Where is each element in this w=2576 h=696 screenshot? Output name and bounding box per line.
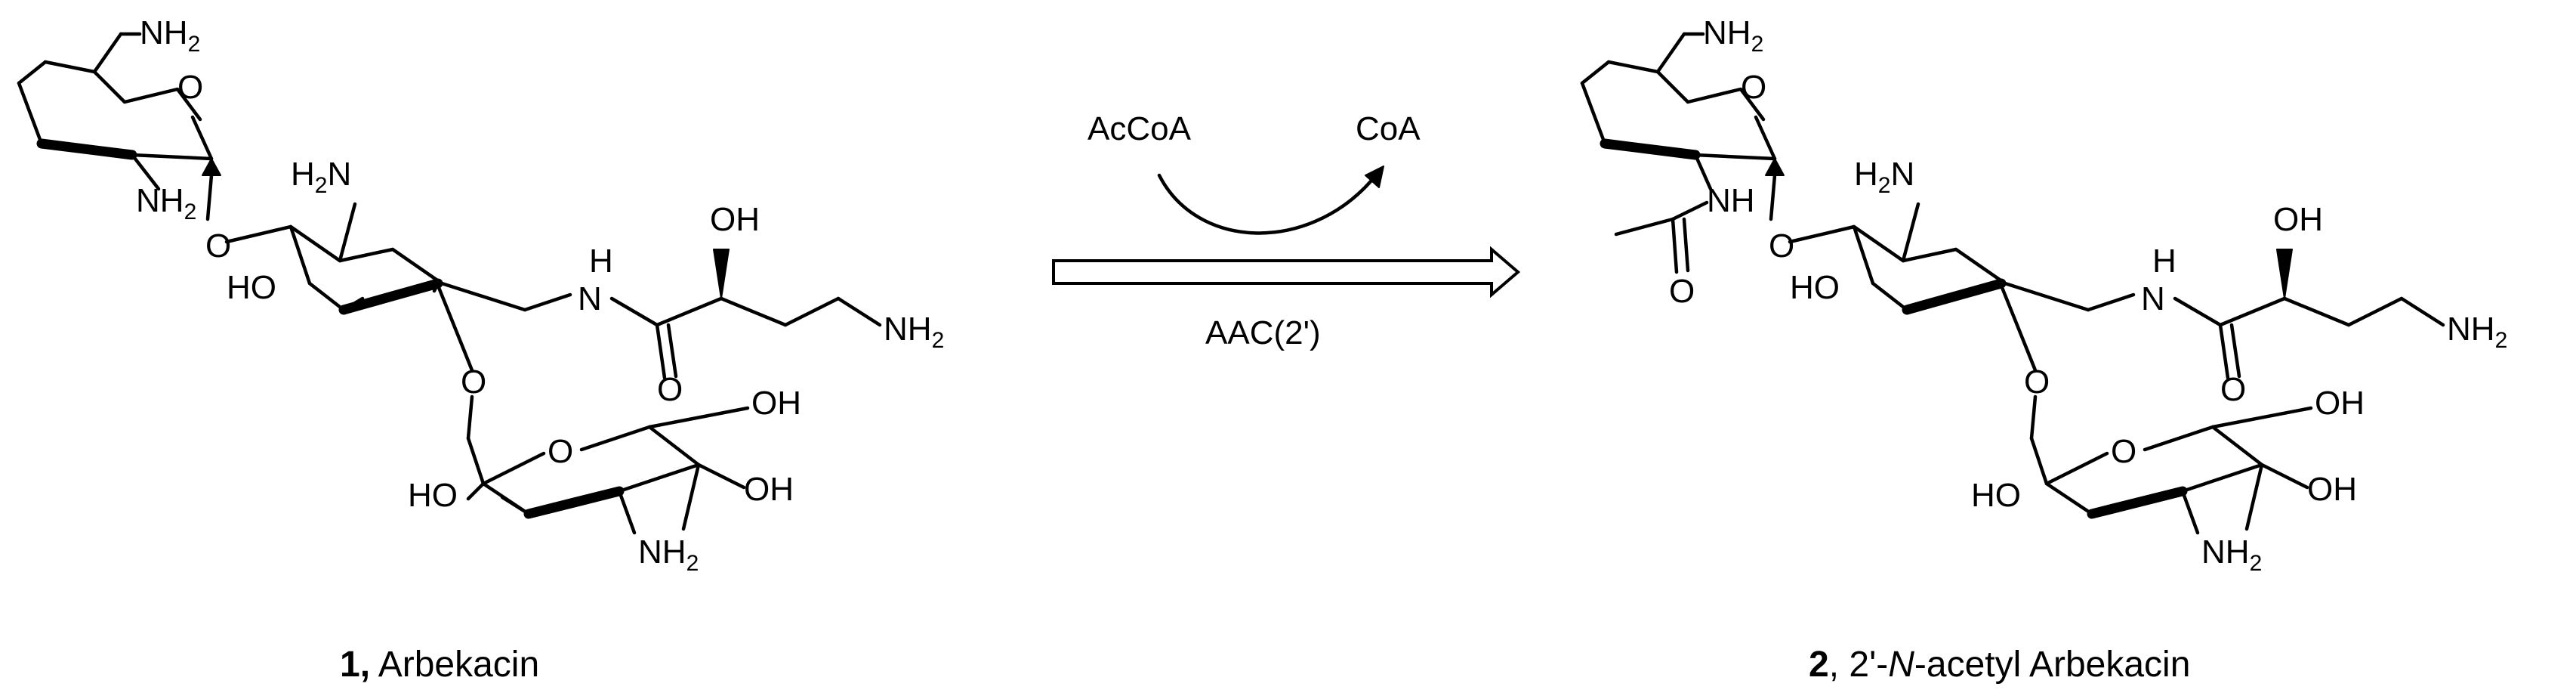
cofactor-label: CoA — [1356, 110, 1421, 147]
side-chain — [609, 249, 882, 380]
nh2-top-label: NH2 — [140, 14, 200, 57]
ring-c-nh2-label: NH2 — [638, 534, 699, 576]
ring-c-oh-label-2: OH — [2307, 471, 2357, 508]
curved-arrow-head — [1365, 165, 1384, 188]
h2n-ring-b-label-2: H2N — [1854, 156, 1914, 198]
side-oh-label-2: OH — [2273, 201, 2323, 238]
amide-n-label: N — [578, 280, 602, 317]
ring-c-ho-label: HO — [408, 477, 458, 514]
carbonyl-oxygen-label: O — [657, 371, 683, 408]
side-nh2-label-2: NH2 — [2447, 311, 2507, 353]
nh2-top-label-2: NH2 — [1703, 14, 1763, 57]
compound-1-caption: 1, Arbekacin — [340, 645, 539, 685]
ring-c — [466, 394, 750, 535]
compound-2-structure: NH2 O NH O O H2N HO H N OH O NH2 O O OH … — [1580, 14, 2507, 576]
side-oh-label: OH — [710, 201, 760, 238]
glycosidic-oxygen-1-label-2: O — [1769, 227, 1794, 264]
glycosidic-oxygen-2-label: O — [461, 363, 486, 401]
ring-c-oh-label: OH — [744, 471, 794, 508]
reagent-label: AcCoA — [1087, 110, 1192, 147]
acetyl-oxygen-label: O — [1669, 273, 1695, 310]
amide-h-label: H — [589, 243, 613, 280]
ring-a-oxygen-label-2: O — [1741, 69, 1766, 106]
side-nh2-label: NH2 — [884, 311, 944, 353]
amide-h-label-2: H — [2152, 243, 2176, 280]
compound-2-caption: 2, 2'-N-acetyl Arbekacin — [1809, 645, 2190, 685]
compound-1-structure: NH2 O NH2 O H2N HO H N OH O NH2 O O OH O… — [17, 14, 944, 576]
acetyl-nh-label: NH — [1707, 182, 1755, 219]
glycosidic-oxygen-1-label: O — [205, 227, 231, 264]
ho-ring-b-label-2: HO — [1790, 269, 1840, 306]
ring-c-oxygen-label: O — [548, 433, 573, 470]
enzyme-label: AAC(2') — [1205, 314, 1321, 351]
ring-c-2 — [2029, 394, 2313, 535]
ring-a-oxygen-label: O — [177, 69, 203, 106]
ring-b-2 — [1788, 202, 2136, 373]
ch2oh-label: OH — [751, 385, 801, 422]
nh2-2p-label: NH2 — [136, 182, 196, 224]
ring-c-nh2-label-2: NH2 — [2201, 534, 2262, 576]
ring-c-ho-label-2: HO — [1971, 477, 2021, 514]
amide-n-label-2: N — [2141, 280, 2165, 317]
ho-ring-b-label: HO — [227, 269, 276, 306]
curved-arrow — [1157, 173, 1373, 235]
ring-a — [17, 32, 221, 221]
ring-c-oxygen-label-2: O — [2111, 433, 2136, 470]
side-chain-2 — [2173, 249, 2445, 380]
ring-a-2 — [1580, 32, 1785, 274]
ring-b — [224, 202, 572, 373]
glycosidic-oxygen-2-label-2: O — [2024, 363, 2050, 401]
reaction-arrow-group: AcCoA CoA AAC(2') — [1052, 110, 1521, 351]
hollow-reaction-arrow — [1052, 246, 1521, 299]
ch2oh-label-2: OH — [2315, 385, 2365, 422]
carbonyl-oxygen-label-2: O — [2220, 371, 2246, 408]
h2n-ring-b-label: H2N — [291, 156, 351, 198]
